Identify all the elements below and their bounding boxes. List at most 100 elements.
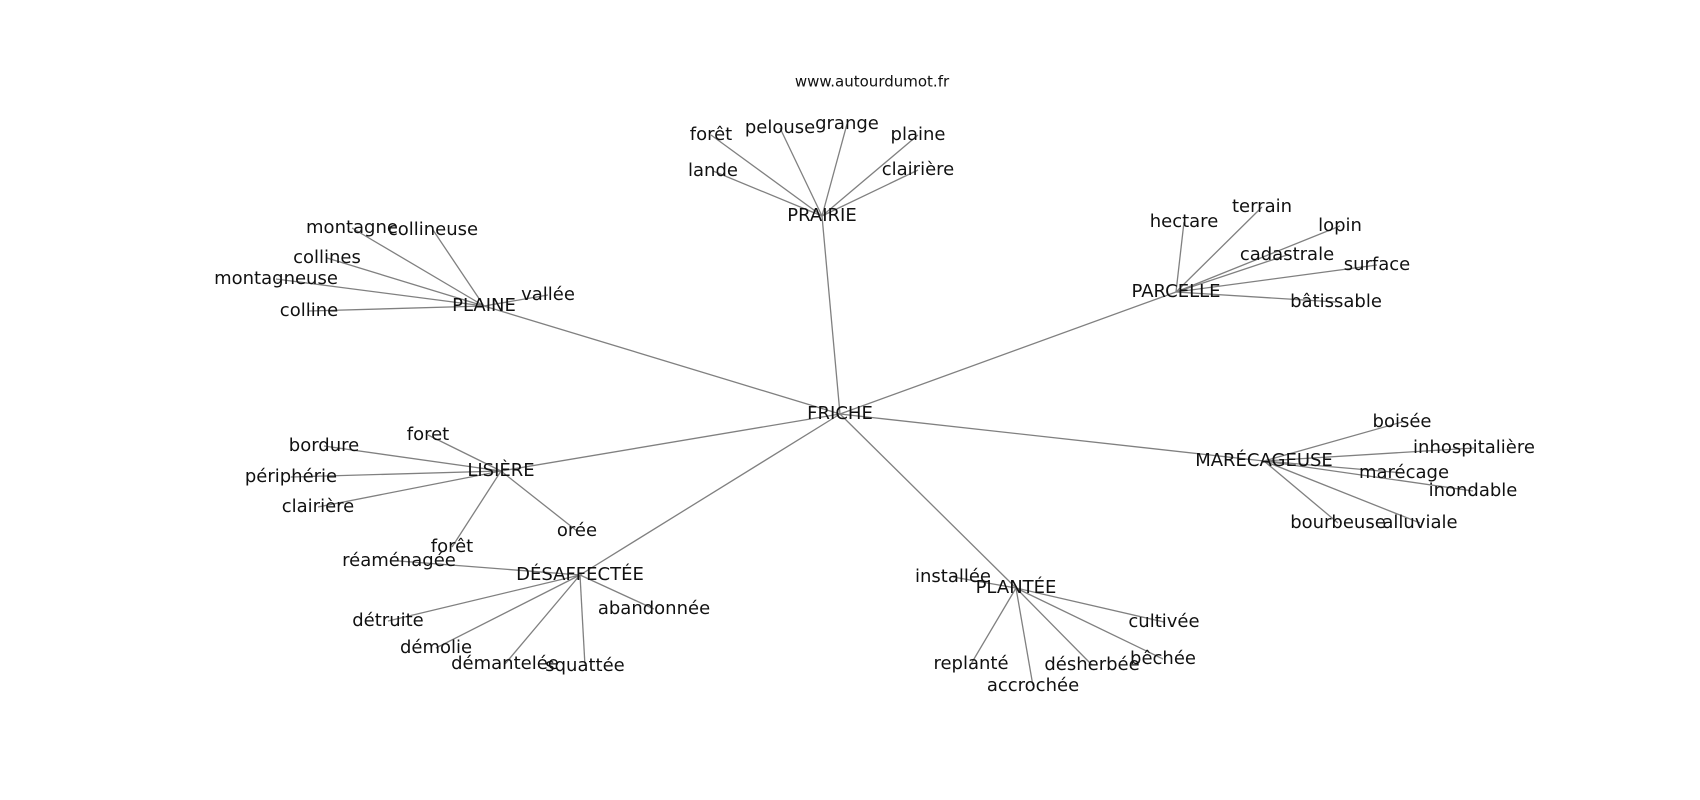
edge-marecageuse-leaf-3 xyxy=(1263,460,1474,492)
node-leaf-plantee-5[interactable]: accrochée xyxy=(987,675,1079,696)
edge-marecageuse-leaf-2 xyxy=(1263,460,1405,474)
node-leaf-lisiere-4[interactable]: forêt xyxy=(431,536,474,557)
node-leaf-desaffectee-5[interactable]: squattée xyxy=(545,655,625,676)
edge-lisiere-leaf-2 xyxy=(290,470,502,478)
edge-lisiere-leaf-5 xyxy=(500,470,578,532)
node-leaf-marecageuse-4[interactable]: bourbeuse xyxy=(1290,512,1386,533)
node-leaf-prairie-0[interactable]: forêt xyxy=(690,124,733,145)
node-leaf-plaine-3[interactable]: montagneuse xyxy=(214,268,338,289)
edge-plaine-leaf-5 xyxy=(483,294,549,307)
node-leaf-lisiere-3[interactable]: clairière xyxy=(282,496,354,517)
edge-marecageuse-leaf-1 xyxy=(1263,447,1475,462)
edge-friche-plaine xyxy=(483,305,841,415)
node-leaf-plaine-4[interactable]: colline xyxy=(280,300,338,321)
site-url[interactable]: www.autourdumot.fr xyxy=(795,73,950,91)
edge-plantee-leaf-1 xyxy=(1015,587,1165,623)
edge-desaffectee-leaf-5 xyxy=(579,574,586,667)
node-leaf-marecageuse-5[interactable]: alluviale xyxy=(1382,512,1457,533)
node-leaf-lisiere-2[interactable]: périphérie xyxy=(245,466,337,487)
node-leaf-desaffectee-4[interactable]: démantelée xyxy=(451,653,559,674)
edge-prairie-leaf-1 xyxy=(779,127,823,217)
node-leaf-parcelle-1[interactable]: terrain xyxy=(1232,196,1292,217)
node-leaf-marecageuse-0[interactable]: boisée xyxy=(1373,411,1432,432)
edge-parcelle-leaf-5 xyxy=(1175,291,1337,303)
edge-desaffectee-leaf-0 xyxy=(398,560,581,576)
edge-marecageuse-leaf-0 xyxy=(1263,421,1403,462)
edge-parcelle-leaf-3 xyxy=(1175,254,1288,293)
node-leaf-plaine-0[interactable]: montagne xyxy=(306,217,398,238)
edge-parcelle-leaf-2 xyxy=(1175,225,1341,293)
edge-prairie-leaf-3 xyxy=(821,134,919,217)
edge-friche-prairie xyxy=(821,215,841,415)
node-marecageuse[interactable]: MARÉCAGEUSE xyxy=(1195,449,1333,471)
edge-plantee-leaf-5 xyxy=(1015,587,1034,687)
node-leaf-desaffectee-1[interactable]: abandonnée xyxy=(598,598,710,619)
edge-prairie-leaf-5 xyxy=(821,169,919,217)
node-leaf-plaine-1[interactable]: collineuse xyxy=(388,219,478,240)
node-leaf-prairie-4[interactable]: lande xyxy=(688,160,738,181)
edge-marecageuse-leaf-5 xyxy=(1263,460,1421,524)
node-leaf-lisiere-0[interactable]: foret xyxy=(407,424,450,445)
edge-parcelle-leaf-4 xyxy=(1175,264,1378,293)
node-friche[interactable]: FRICHE xyxy=(807,403,873,424)
edge-prairie-leaf-0 xyxy=(710,134,823,217)
edge-friche-plantee xyxy=(839,413,1017,589)
edge-lisiere-leaf-1 xyxy=(323,445,502,472)
edge-prairie-leaf-4 xyxy=(712,170,823,217)
node-leaf-marecageuse-3[interactable]: inondable xyxy=(1429,480,1518,501)
node-leaf-lisiere-1[interactable]: bordure xyxy=(289,435,359,456)
node-leaf-parcelle-0[interactable]: hectare xyxy=(1150,211,1219,232)
edge-desaffectee-leaf-1 xyxy=(579,574,655,610)
node-lisiere[interactable]: LISIÈRE xyxy=(467,459,534,481)
edge-lisiere-leaf-0 xyxy=(427,434,502,472)
edge-friche-parcelle xyxy=(839,291,1177,415)
node-leaf-plaine-5[interactable]: vallée xyxy=(521,284,575,305)
edge-parcelle-leaf-1 xyxy=(1175,206,1263,293)
node-leaf-plantee-4[interactable]: désherbée xyxy=(1044,654,1139,675)
edge-plantee-leaf-3 xyxy=(1015,587,1164,660)
node-parcelle[interactable]: PARCELLE xyxy=(1132,281,1221,302)
node-leaf-lisiere-5[interactable]: orée xyxy=(557,520,597,541)
node-plaine[interactable]: PLAINE xyxy=(452,295,516,316)
node-leaf-desaffectee-0[interactable]: réaménagée xyxy=(342,550,456,571)
edge-prairie-leaf-2 xyxy=(821,123,848,217)
node-leaf-prairie-5[interactable]: clairière xyxy=(882,159,954,180)
node-leaf-desaffectee-2[interactable]: détruite xyxy=(352,610,424,631)
node-plantee[interactable]: PLANTÉE xyxy=(976,576,1057,598)
graph-edges xyxy=(275,123,1475,687)
edge-plaine-leaf-1 xyxy=(432,229,485,307)
node-leaf-prairie-2[interactable]: grange xyxy=(815,113,879,134)
edge-friche-desaffectee xyxy=(579,413,841,576)
node-desaffectee[interactable]: DÉSAFFECTÉE xyxy=(516,563,644,585)
node-leaf-plantee-1[interactable]: cultivée xyxy=(1128,611,1199,632)
edge-plaine-leaf-0 xyxy=(351,227,485,307)
edge-plaine-leaf-2 xyxy=(326,257,485,307)
node-leaf-plantee-0[interactable]: installée xyxy=(915,566,991,587)
node-leaf-marecageuse-1[interactable]: inhospitalière xyxy=(1413,437,1535,458)
edge-plantee-leaf-4 xyxy=(1015,587,1093,666)
node-leaf-desaffectee-3[interactable]: démolie xyxy=(400,637,472,658)
node-leaf-prairie-1[interactable]: pelouse xyxy=(745,117,815,138)
edge-friche-lisiere xyxy=(500,413,841,472)
node-leaf-plantee-3[interactable]: bêchée xyxy=(1130,648,1196,669)
node-leaf-marecageuse-2[interactable]: marécage xyxy=(1359,462,1449,483)
edge-plaine-leaf-4 xyxy=(308,305,485,312)
node-leaf-parcelle-5[interactable]: bâtissable xyxy=(1290,291,1382,312)
edge-lisiere-leaf-3 xyxy=(317,470,502,508)
node-leaf-parcelle-2[interactable]: lopin xyxy=(1318,215,1362,236)
node-leaf-plaine-2[interactable]: collines xyxy=(293,247,361,268)
edge-plantee-leaf-2 xyxy=(970,587,1017,665)
edge-marecageuse-leaf-4 xyxy=(1263,460,1339,524)
edge-desaffectee-leaf-2 xyxy=(387,574,581,622)
node-leaf-parcelle-4[interactable]: surface xyxy=(1344,254,1411,275)
edge-plantee-leaf-0 xyxy=(952,576,1017,589)
edge-desaffectee-leaf-3 xyxy=(435,574,581,649)
edge-lisiere-leaf-4 xyxy=(451,470,502,548)
node-leaf-prairie-3[interactable]: plaine xyxy=(891,124,946,145)
node-prairie[interactable]: PRAIRIE xyxy=(787,205,856,226)
edge-plaine-leaf-3 xyxy=(275,278,485,307)
node-leaf-parcelle-3[interactable]: cadastrale xyxy=(1240,244,1334,265)
node-leaf-plantee-2[interactable]: replanté xyxy=(933,653,1008,674)
